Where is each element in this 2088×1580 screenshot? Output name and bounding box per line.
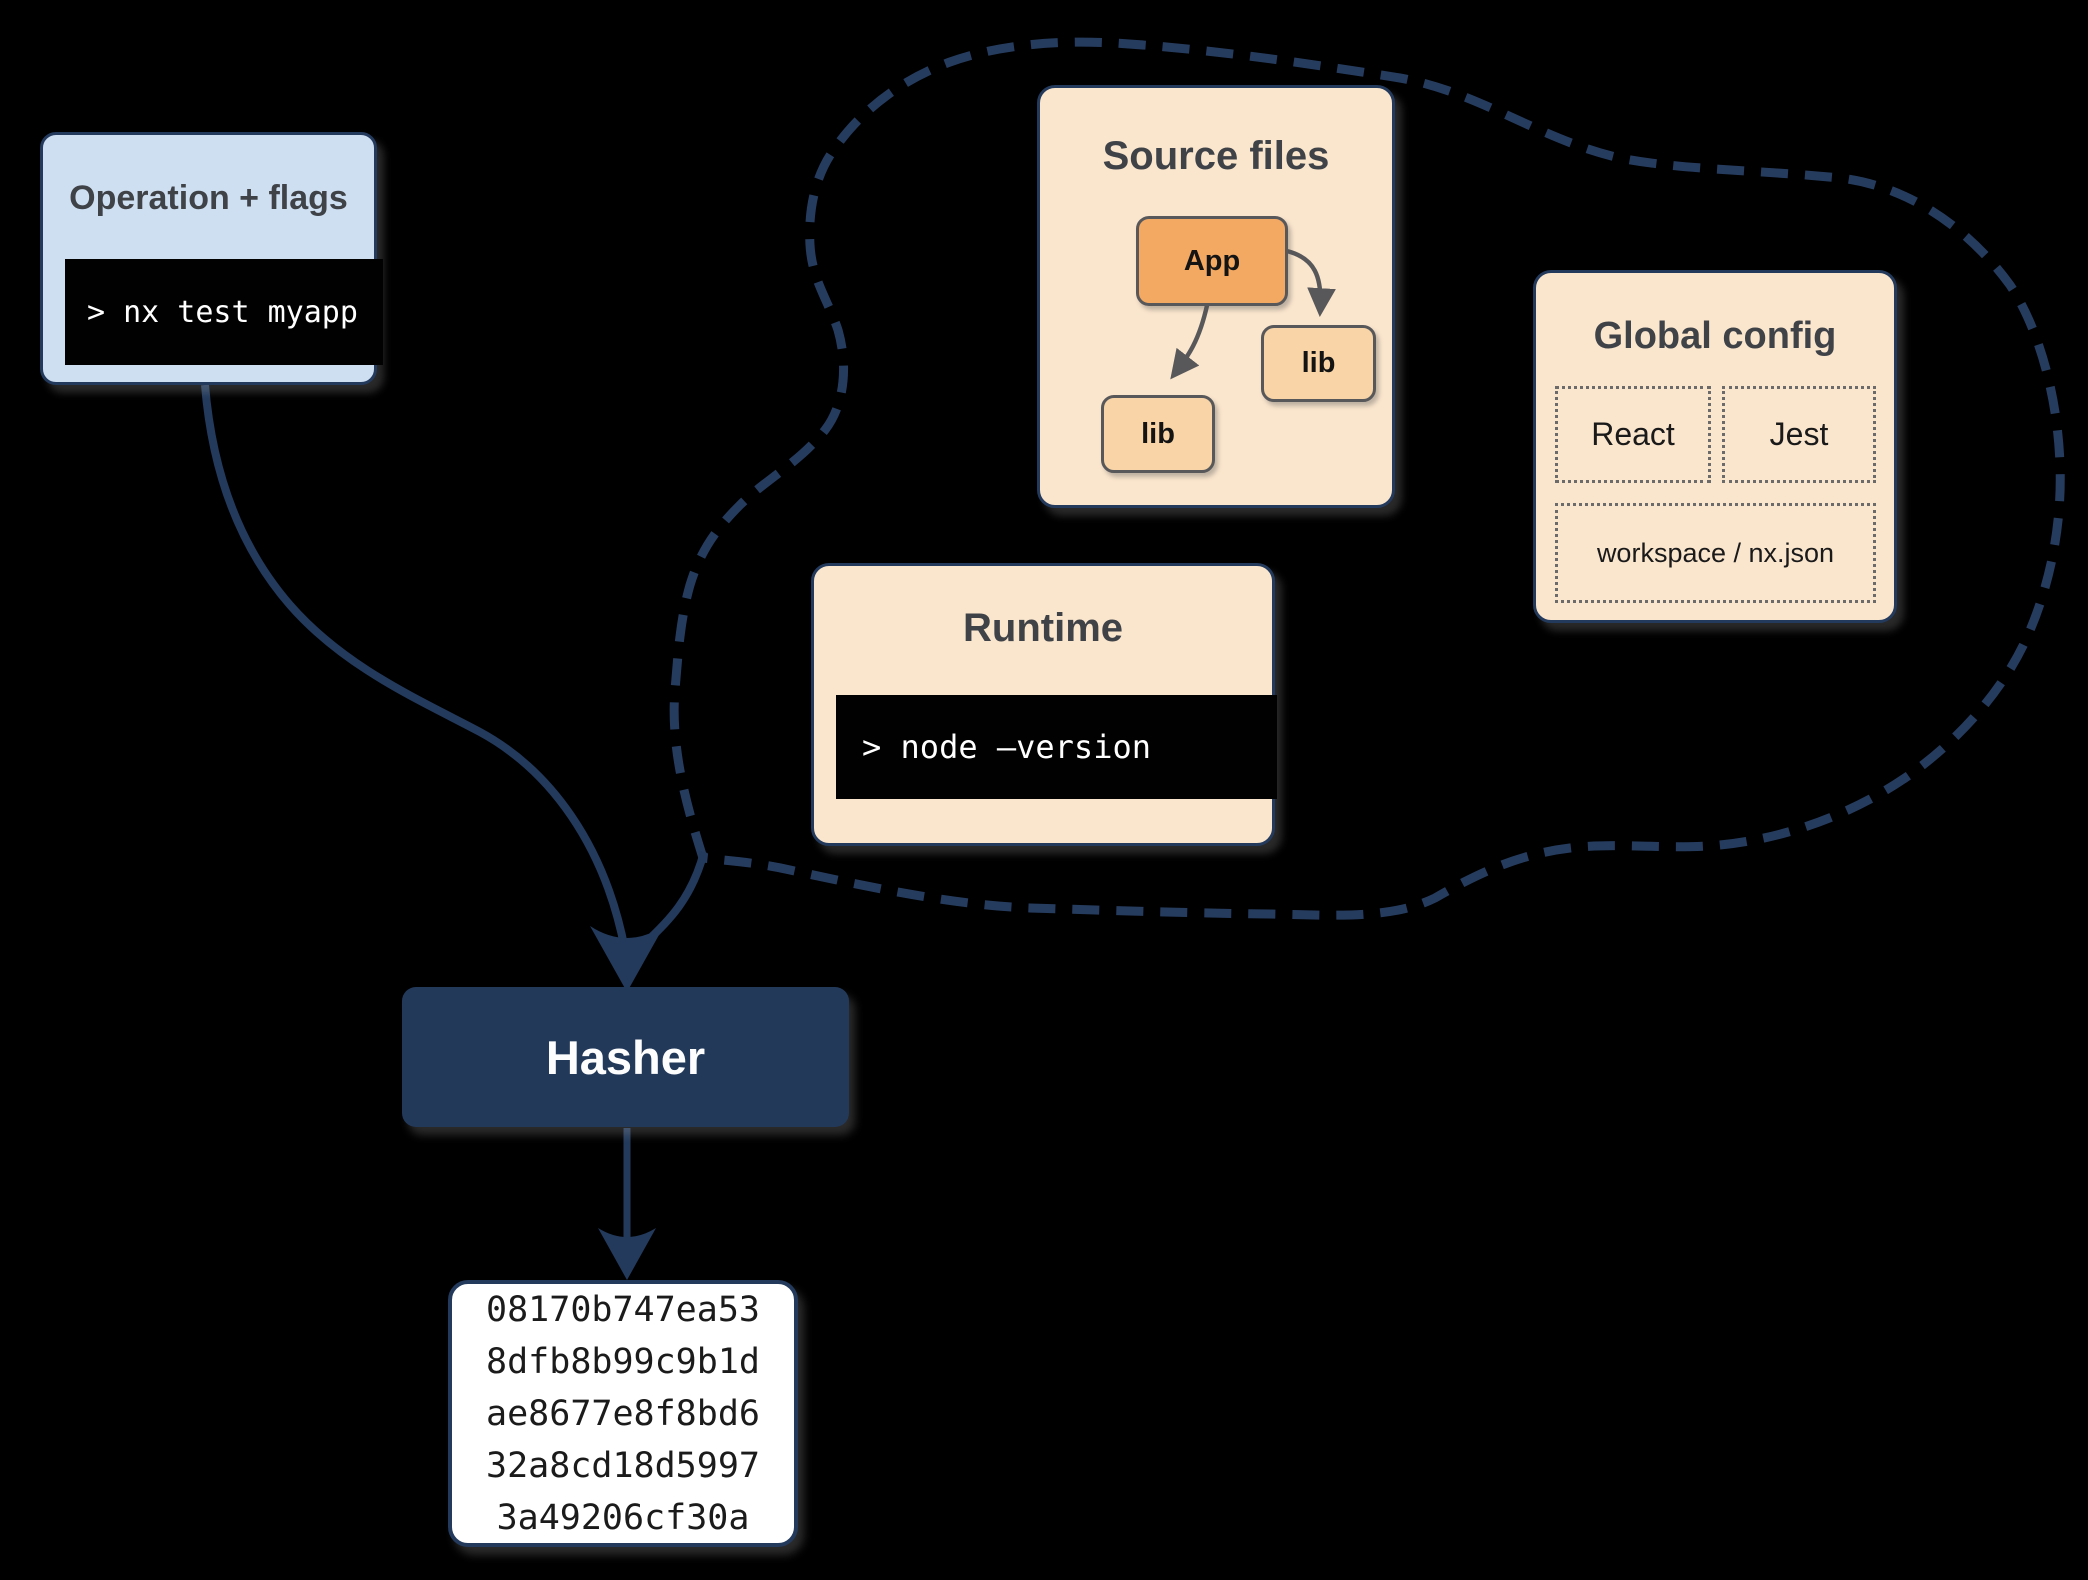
lib-node-left: lib bbox=[1101, 395, 1215, 473]
operation-command-text: > nx test myapp bbox=[87, 294, 358, 330]
runtime-terminal: > node –version bbox=[836, 695, 1277, 799]
hasher-label: Hasher bbox=[545, 1030, 706, 1084]
hash-output-box: 08170b747ea53 8dfb8b99c9b1d ae8677e8f8bd… bbox=[448, 1280, 798, 1547]
react-config-label: React bbox=[1591, 416, 1675, 452]
hash-line: 8dfb8b99c9b1d bbox=[486, 1341, 760, 1382]
hasher-to-hash-arrowhead bbox=[598, 1228, 656, 1280]
workspace-config-label: workspace / nx.json bbox=[1596, 537, 1835, 568]
runtime-command-text: > node –version bbox=[862, 728, 1151, 766]
operation-to-hasher-arrow bbox=[201, 384, 629, 951]
operation-flags-title: Operation + flags bbox=[69, 179, 348, 217]
lib-node-right: lib bbox=[1261, 325, 1376, 402]
jest-config-label: Jest bbox=[1769, 416, 1829, 452]
runtime-title: Runtime bbox=[963, 606, 1123, 650]
global-config-box: Global config React Jest workspace / nx.… bbox=[1533, 270, 1897, 623]
jest-config-item: Jest bbox=[1722, 386, 1876, 483]
runtime-box: Runtime > node –version bbox=[811, 563, 1277, 846]
lib-node-left-label: lib bbox=[1141, 417, 1175, 450]
hash-line: ae8677e8f8bd6 bbox=[486, 1393, 760, 1434]
app-to-lib2-arrow bbox=[1170, 304, 1210, 380]
hash-line: 3a49206cf30a bbox=[496, 1497, 750, 1538]
global-config-title: Global config bbox=[1593, 315, 1837, 357]
operation-flags-box: Operation + flags > nx test myapp bbox=[40, 132, 383, 385]
hasher-box: Hasher bbox=[402, 987, 849, 1127]
merged-arrowhead bbox=[590, 926, 664, 992]
cloud-outline bbox=[669, 37, 2065, 920]
app-node-label: App bbox=[1183, 244, 1241, 277]
lib-node-right-label: lib bbox=[1301, 347, 1336, 379]
app-to-lib1-arrow bbox=[1285, 248, 1336, 317]
source-files-title: Source files bbox=[1102, 134, 1330, 178]
operation-terminal: > nx test myapp bbox=[65, 259, 383, 365]
react-config-item: React bbox=[1555, 386, 1711, 483]
hash-line: 08170b747ea53 bbox=[486, 1289, 760, 1330]
app-node: App bbox=[1136, 216, 1288, 306]
source-files-box: Source files App lib lib bbox=[1037, 85, 1395, 508]
hash-line: 32a8cd18d5997 bbox=[486, 1445, 760, 1486]
workspace-config-item: workspace / nx.json bbox=[1555, 503, 1876, 603]
